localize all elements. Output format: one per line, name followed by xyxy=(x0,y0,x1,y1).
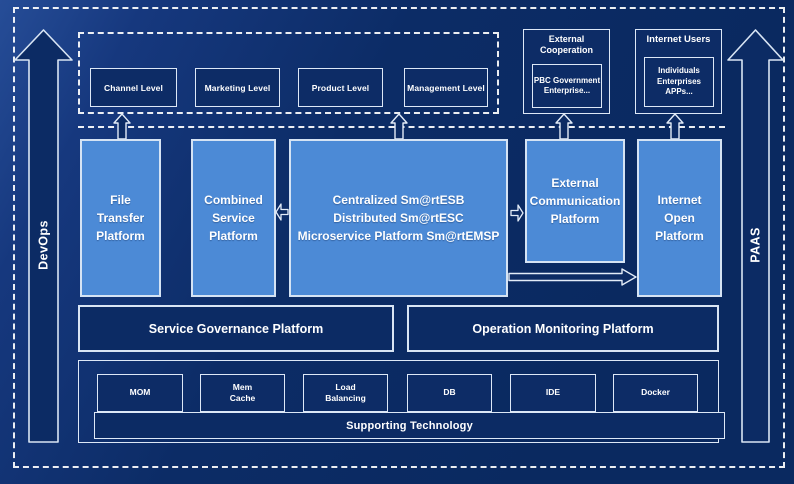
service-governance-platform-box: Service Governance Platform xyxy=(78,305,394,352)
tech-box-load-balancing: Load Balancing xyxy=(303,374,388,412)
technology-group-box xyxy=(78,360,719,443)
internet-users-title: Internet Users xyxy=(646,34,711,45)
tech-box-docker: Docker xyxy=(613,374,698,412)
paas-up-arrow-icon xyxy=(727,29,784,443)
combined-service-platform-box: Combined Service Platform xyxy=(191,139,276,297)
operation-monitoring-platform-box: Operation Monitoring Platform xyxy=(407,305,719,352)
up-arrow-icon-external-communication xyxy=(555,113,573,140)
supporting-technology-bar: Supporting Technology xyxy=(94,412,725,439)
level-box-management: Management Level xyxy=(404,68,488,107)
file-transfer-platform-box: File Transfer Platform xyxy=(80,139,161,297)
pbc-government-enterprise-box: PBC Government Enterprise... xyxy=(532,64,602,108)
devops-up-arrow-icon xyxy=(14,29,73,443)
individuals-enterprises-apps-box: Individuals Enterprises APPs... xyxy=(644,57,714,107)
external-cooperation-title: External Cooperation xyxy=(540,34,593,56)
tech-box-db: DB xyxy=(407,374,492,412)
tech-box-mom: MOM xyxy=(97,374,183,412)
internet-open-platform-box: Internet Open Platform xyxy=(637,139,722,297)
level-box-marketing: Marketing Level xyxy=(195,68,280,107)
tech-box-ide: IDE xyxy=(510,374,596,412)
devops-rail-label: DevOps xyxy=(36,220,51,270)
levels-dashed-group xyxy=(78,32,499,114)
up-arrow-icon-esb xyxy=(390,113,408,140)
level-box-product: Product Level xyxy=(298,68,383,107)
up-arrow-icon-internet-open xyxy=(666,113,684,140)
internet-users-box: Internet Users Individuals Enterprises A… xyxy=(635,29,722,114)
up-arrow-icon-file-transfer xyxy=(113,113,131,140)
paas-rail-label: PAAS xyxy=(748,227,763,263)
tech-box-mem-cache: Mem Cache xyxy=(200,374,285,412)
left-arrow-icon-esb-to-combined xyxy=(275,203,289,221)
outer-dashed-frame xyxy=(13,7,785,468)
level-box-channel: Channel Level xyxy=(90,68,177,107)
external-communication-platform-box: External Communication Platform xyxy=(525,139,625,263)
esb-platform-box: Centralized Sm@rtESB Distributed Sm@rtES… xyxy=(289,139,508,297)
right-arrow-icon-esb-to-external xyxy=(510,204,524,222)
right-arrow-icon-esb-to-internet-open xyxy=(508,268,637,286)
external-cooperation-box: External Cooperation PBC Government Ente… xyxy=(523,29,610,114)
